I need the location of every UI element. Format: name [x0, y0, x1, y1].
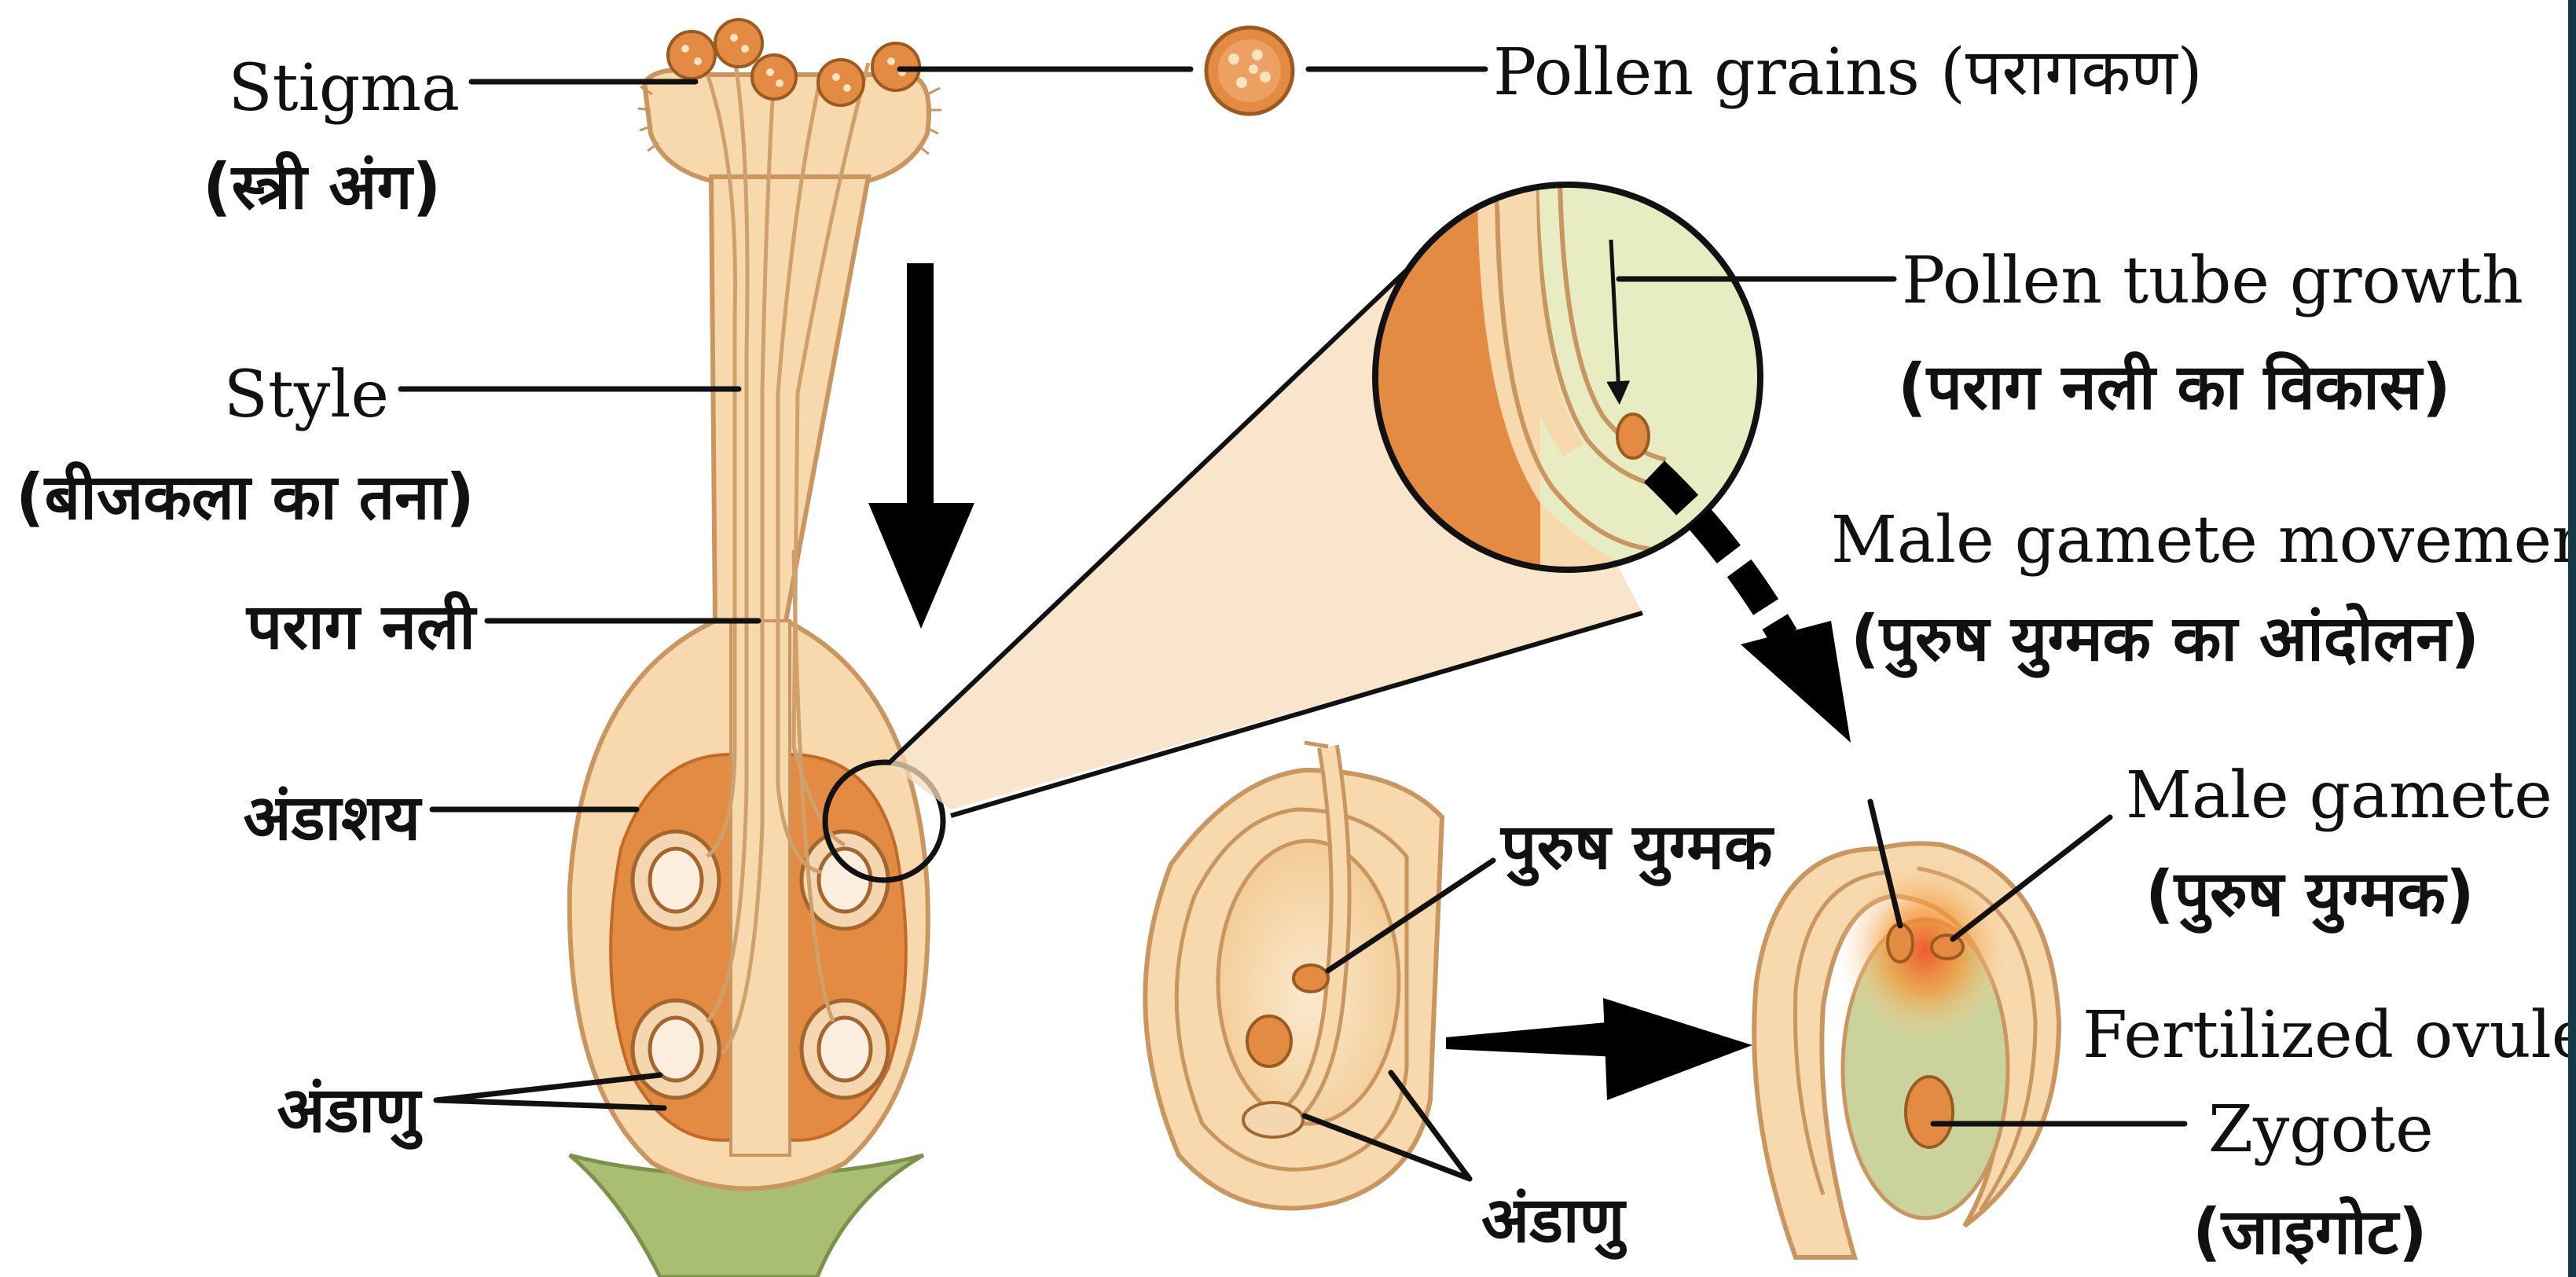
downward-arrow [868, 263, 974, 629]
male-gamete-movement-label: Male gamete movement [1831, 503, 2576, 578]
zoom-male-gamete [1617, 414, 1649, 458]
ovules-left-hindi-label: अंडाणु [277, 1073, 424, 1150]
ovules-center-hindi-label: अंडाणु [1481, 1183, 1627, 1260]
pollen-tube-growth-hindi-label: (पराग नली का विकास) [1898, 350, 2451, 424]
pollen-grain-icon [1206, 28, 1293, 114]
right-male-gamete-1 [1888, 924, 1913, 962]
male-gamete-movement-hindi-label: (पुरुष युग्मक का आंदोलन) [1851, 602, 2479, 678]
fertilized-ovule [1754, 843, 2059, 1257]
pollen-grains-label: Pollen grains (परागकण) [1493, 35, 2203, 110]
stigma-label: Stigma [229, 51, 461, 126]
male-gamete-hindi-label: (पुरुष युग्मक) [2145, 857, 2475, 934]
right-edge-strip [2568, 0, 2576, 1277]
zygote-label: Zygote [2208, 1092, 2434, 1167]
ovule-center [1145, 743, 1442, 1209]
style-label: Style [224, 358, 389, 432]
right-male-gamete-2 [1932, 935, 1963, 959]
style-hindi-label: (बीजकला का तना) [16, 461, 475, 534]
stigma-hindi-label: (स्त्री अंग) [203, 150, 441, 223]
pollen-tube-growth-label: Pollen tube growth [1902, 244, 2523, 318]
zygote-hindi-label: (जाइगोट) [2193, 1195, 2427, 1268]
ovary-hindi-label: अंडाशय [244, 781, 423, 854]
fertilized-ovule-label: Fertilized ovule [2082, 998, 2576, 1073]
zygote-shape [1906, 1077, 1953, 1147]
pollen-tube-hindi-label: पराग नली [245, 590, 478, 663]
male-gamete-center-hindi-label: पुरुष युग्मक [1499, 810, 1774, 886]
pistil [570, 20, 943, 1277]
male-gamete-label: Male gamete [2126, 758, 2552, 833]
right-arrow [1446, 998, 1752, 1100]
